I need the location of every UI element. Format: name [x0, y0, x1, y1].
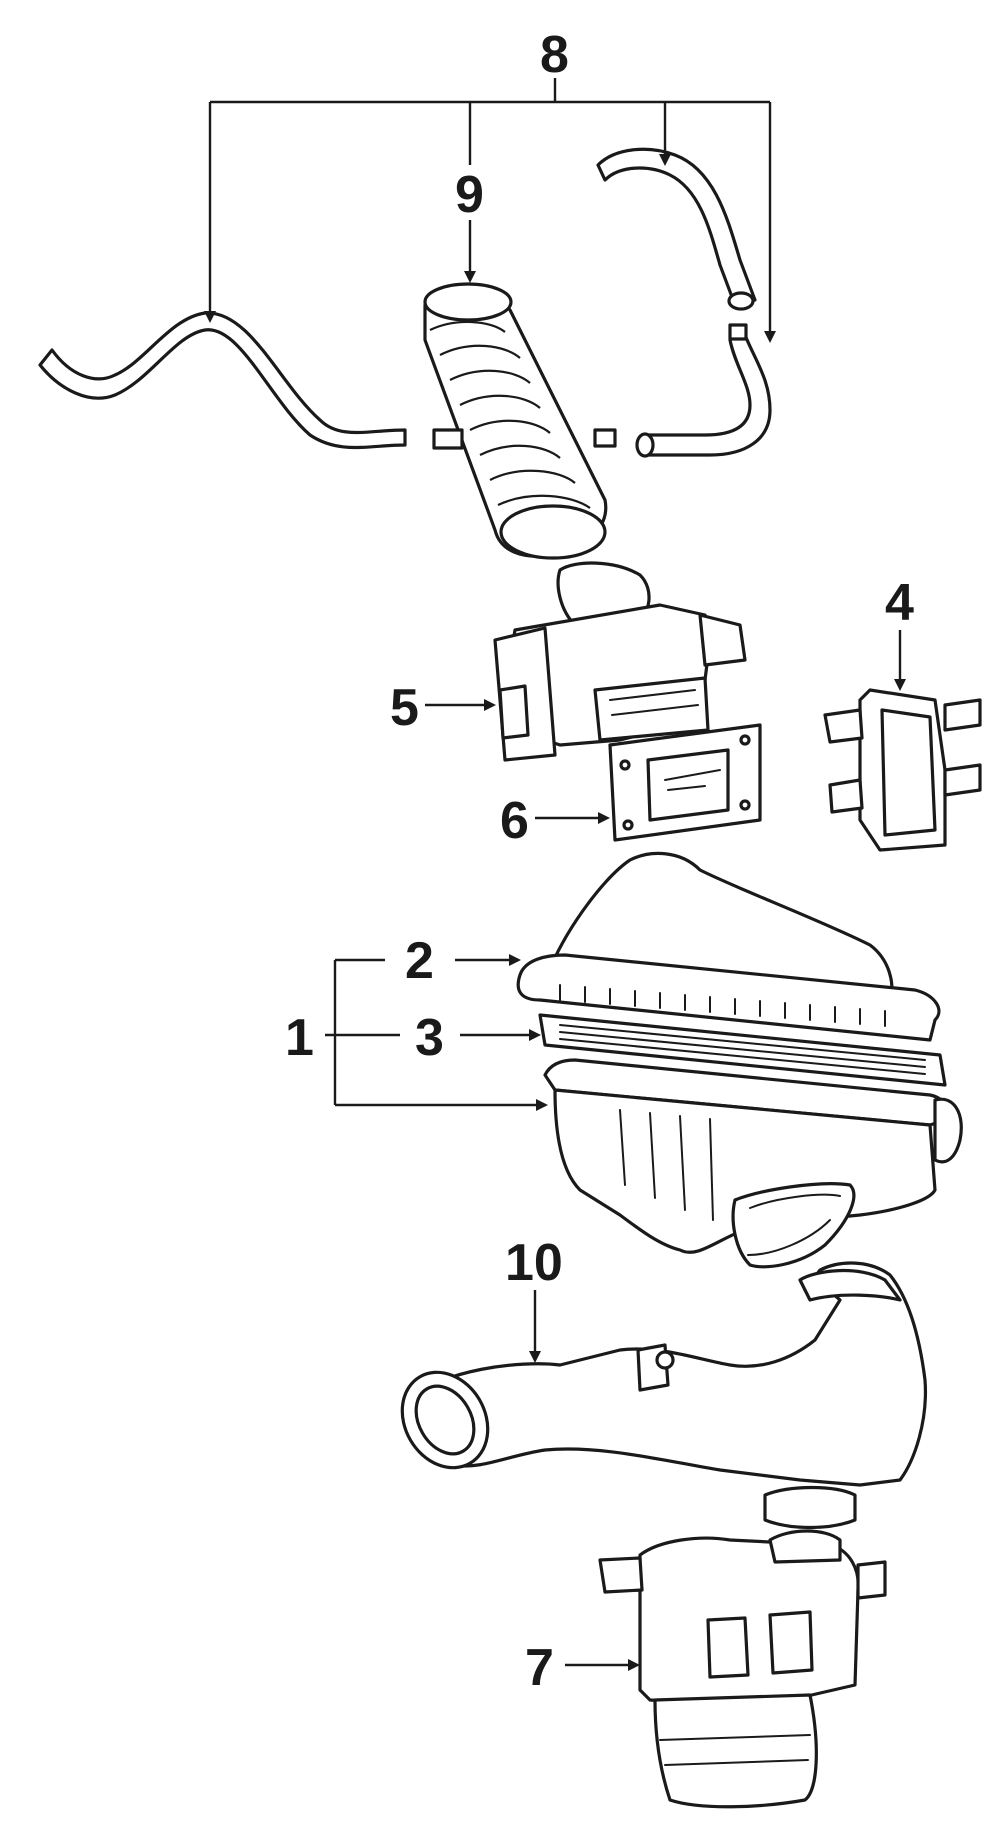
hose-left-part-8 [38, 311, 407, 450]
air-cleaner-case-part-1 [543, 1058, 963, 1269]
bellows-hose-part-9 [423, 282, 617, 560]
air-cleaner-cap-part-2 [516, 851, 941, 1042]
resonator-part-4 [823, 688, 982, 852]
air-filter-element-part-3 [538, 1013, 947, 1087]
callout-1: 1 [285, 1009, 314, 1067]
callout-7: 7 [525, 1639, 554, 1697]
callout-3: 3 [415, 1009, 444, 1067]
callout-2: 2 [405, 932, 434, 990]
callout-4: 4 [885, 574, 914, 632]
callout-9: 9 [455, 166, 484, 224]
hose-upper-right-part-8 [596, 147, 757, 311]
callout-6: 6 [500, 792, 529, 850]
callout-10: 10 [505, 1234, 563, 1292]
gasket-part-6 [608, 723, 762, 842]
resonator-part-7 [598, 1529, 887, 1809]
callout-5: 5 [390, 679, 419, 737]
air-flow-meter-part-5 [493, 561, 747, 762]
callout-8: 8 [540, 26, 569, 84]
leader-lines [204, 78, 906, 1671]
hose-lower-right-part-8 [635, 323, 772, 458]
callout-labels: 8 9 5 4 6 2 1 3 10 7 [285, 26, 914, 1697]
intake-duct-part-10 [400, 1261, 928, 1530]
